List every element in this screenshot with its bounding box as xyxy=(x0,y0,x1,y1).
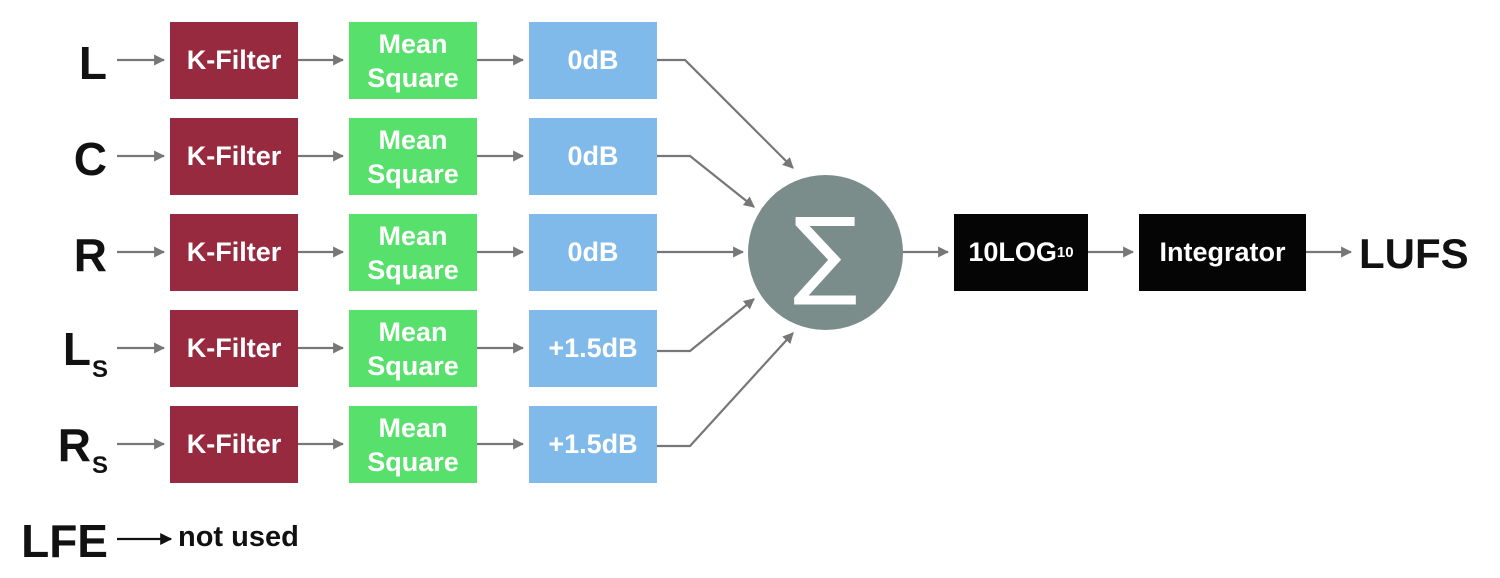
k-filter-block: K-Filter xyxy=(170,214,298,291)
channel-label-rs: RS xyxy=(57,419,108,479)
arrow-gain-to-summer xyxy=(657,154,755,208)
gain-block: 0dB xyxy=(529,22,657,99)
integrator-block: Integrator xyxy=(1139,214,1306,291)
channel-label-ls: LS xyxy=(62,323,108,383)
arrow-gain-to-summer xyxy=(657,58,794,169)
arrow-gain-to-summer xyxy=(657,332,794,448)
gain-block: +1.5dB xyxy=(529,310,657,387)
gain-block: 0dB xyxy=(529,214,657,291)
channel-label-r: R xyxy=(73,229,107,281)
sigma-icon: ∑ xyxy=(793,196,858,309)
k-filter-block: K-Filter xyxy=(170,406,298,483)
arrow-gain-to-summer xyxy=(657,298,755,353)
k-filter-block: K-Filter xyxy=(170,310,298,387)
k-filter-block: K-Filter xyxy=(170,22,298,99)
channel-label-l: L xyxy=(78,37,107,89)
lfe-note: not used xyxy=(178,521,299,553)
summation-node: ∑ xyxy=(748,175,903,330)
gain-block: 0dB xyxy=(529,118,657,195)
channel-label-c: C xyxy=(73,133,107,185)
k-filter-block: K-Filter xyxy=(170,118,298,195)
channel-label-lfe: LFE xyxy=(21,515,108,567)
gain-block: +1.5dB xyxy=(529,406,657,483)
output-label: LUFS xyxy=(1359,230,1469,277)
